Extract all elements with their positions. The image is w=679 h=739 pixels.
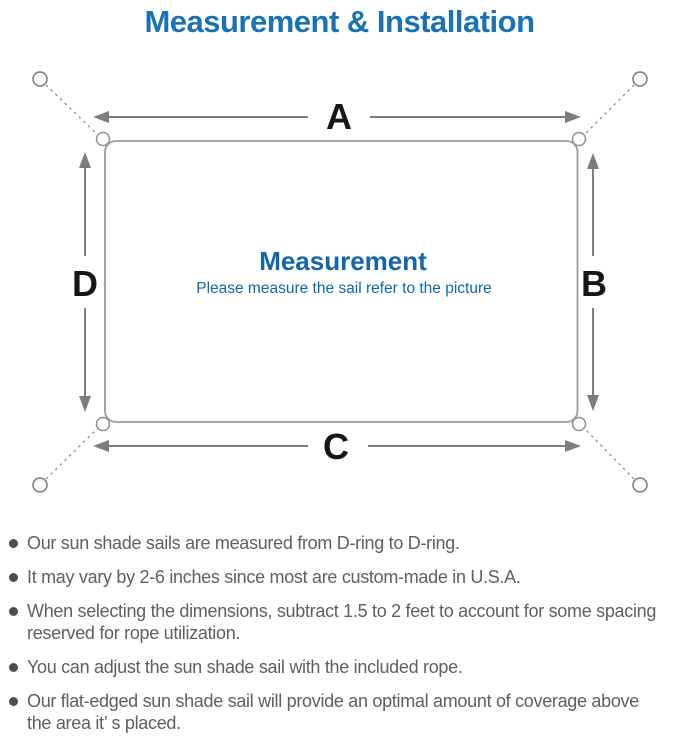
note-text: When selecting the dimensions, subtract … (27, 601, 657, 621)
list-item: Our sun shade sails are measured from D-… (9, 532, 679, 554)
tension-line-bottom-right (581, 425, 635, 480)
anchor-ring-top-right-icon (632, 71, 648, 87)
bullet-icon (9, 697, 18, 706)
list-item: It may vary by 2-6 inches since most are… (9, 566, 679, 588)
d-ring-top-left-icon (95, 131, 111, 147)
bullet-icon (9, 607, 18, 616)
anchor-ring-top-left-icon (32, 71, 48, 87)
tension-line-top-left (45, 84, 101, 138)
d-ring-top-right-icon (571, 131, 587, 147)
dimension-label-c: C (323, 426, 349, 467)
sail-outline (104, 140, 579, 423)
anchor-ring-bottom-right-icon (632, 477, 648, 493)
sail-measurement-diagram: A C D B Measurement Please measure the s… (32, 71, 648, 493)
dimension-label-b: B (581, 263, 607, 304)
note-text: It may vary by 2-6 inches since most are… (27, 567, 521, 587)
dimension-label-d: D (72, 263, 98, 304)
page-title: Measurement & Installation (144, 4, 535, 39)
d-ring-bottom-right-icon (571, 416, 587, 432)
note-text: You can adjust the sun shade sail with t… (27, 657, 463, 677)
measurement-heading: Measurement (259, 246, 427, 276)
list-item: You can adjust the sun shade sail with t… (9, 656, 679, 678)
notes-list: Our sun shade sails are measured from D-… (0, 532, 679, 734)
bullet-icon (9, 573, 18, 582)
anchor-ring-bottom-left-icon (32, 477, 48, 493)
note-text: Our flat-edged sun shade sail will provi… (27, 691, 639, 711)
tension-line-top-right (581, 84, 635, 138)
d-ring-bottom-left-icon (95, 416, 111, 432)
list-item: Our flat-edged sun shade sail will provi… (9, 690, 679, 734)
bullet-icon (9, 663, 18, 672)
bullet-icon (9, 539, 18, 548)
note-text: Our sun shade sails are measured from D-… (27, 533, 460, 553)
measurement-subtitle: Please measure the sail refer to the pic… (196, 280, 492, 297)
list-item: When selecting the dimensions, subtract … (9, 600, 679, 644)
tension-line-bottom-left (45, 425, 101, 480)
dimension-label-a: A (326, 96, 352, 137)
